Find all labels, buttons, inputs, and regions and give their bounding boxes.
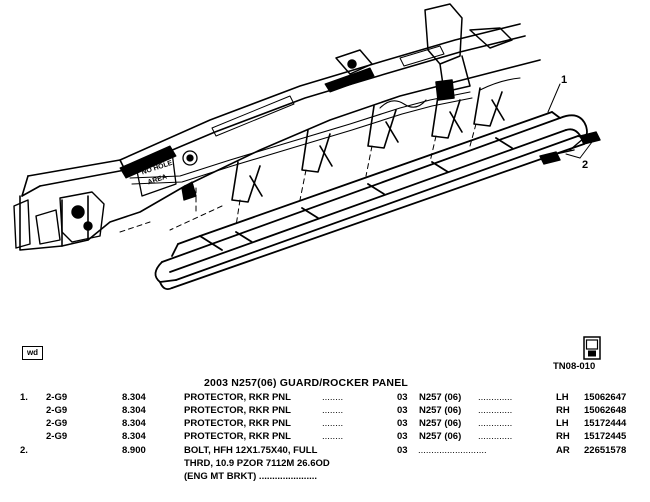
side: LH	[556, 418, 569, 429]
grid-ref: 2-G9	[46, 418, 68, 429]
application: N257 (06)	[419, 405, 462, 416]
bolts	[539, 131, 601, 165]
wd-badge: wd	[22, 346, 43, 360]
side: AR	[556, 445, 570, 456]
leader-dots: ........	[322, 405, 344, 416]
callout-1: 1	[561, 74, 568, 86]
application: N257 (06)	[419, 418, 462, 429]
quantity: 03	[397, 431, 408, 442]
quantity: 03	[397, 445, 408, 456]
no-hole-placard	[135, 150, 198, 201]
grid-ref: 2-G9	[46, 392, 68, 403]
item-number: 1.	[20, 392, 28, 403]
section-number: 8.304	[122, 405, 146, 416]
frame-cross-member	[335, 3, 513, 101]
part-description: PROTECTOR, RKR PNL	[184, 418, 291, 429]
application: N257 (06)	[419, 392, 462, 403]
leader-dots: .............	[478, 392, 513, 403]
part-number: 15062647	[584, 392, 627, 403]
part-description: PROTECTOR, RKR PNL	[184, 405, 291, 416]
part-description: PROTECTOR, RKR PNL	[184, 431, 291, 442]
leader-dots: ........	[322, 392, 344, 403]
mounting-brackets	[231, 87, 505, 203]
application: N257 (06)	[419, 431, 462, 442]
item-number: 2.	[20, 445, 28, 456]
leader-dots: .............	[478, 431, 513, 442]
document-reference-icon	[583, 336, 601, 360]
area-label: AREA	[147, 174, 168, 187]
part-description: BOLT, HFH 12X1.75X40, FULL	[184, 445, 318, 456]
parts-row: 1. 2-G9 8.304 PROTECTOR, RKR PNL .......…	[0, 391, 650, 404]
parts-row: 2. 8.900 BOLT, HFH 12X1.75X40, FULL 03 .…	[0, 444, 650, 457]
section-number: 8.900	[122, 445, 146, 456]
part-number: 15172444	[584, 418, 627, 429]
bolt-description-continued: THRD, 10.9 PZOR 7112M 26.6OD	[184, 458, 330, 469]
parts-list-title: 2003 N257(06) GUARD/ROCKER PANEL	[204, 377, 409, 389]
callout-2: 2	[582, 159, 589, 171]
parts-row: 2-G9 8.304 PROTECTOR, RKR PNL ........ 0…	[0, 404, 650, 417]
part-number: 15062648	[584, 405, 627, 416]
grid-ref: 2-G9	[46, 431, 68, 442]
quantity: 03	[397, 392, 408, 403]
parts-row: 2-G9 8.304 PROTECTOR, RKR PNL ........ 0…	[0, 430, 650, 443]
front-mount-bracket	[13, 191, 105, 249]
section-number: 8.304	[122, 431, 146, 442]
leader-dots: ..........................	[418, 445, 487, 456]
section-number: 8.304	[122, 418, 146, 429]
leader-dots: ........	[322, 431, 344, 442]
side: RH	[556, 431, 570, 442]
part-description: PROTECTOR, RKR PNL	[184, 392, 291, 403]
section-number: 8.304	[122, 392, 146, 403]
figure-reference-code: TN08-010	[553, 361, 596, 372]
alignment-lines	[119, 123, 477, 233]
grid-ref: 2-G9	[46, 405, 68, 416]
leader-lines	[547, 83, 593, 159]
part-number: 15172445	[584, 431, 627, 442]
leader-dots: ........	[322, 418, 344, 429]
side: LH	[556, 392, 569, 403]
parts-row: 2-G9 8.304 PROTECTOR, RKR PNL ........ 0…	[0, 417, 650, 430]
rocker-guard-exploded-diagram: NO HOLE AREA	[13, 3, 601, 291]
bolt-description-continued: (ENG MT BRKT) ......................	[184, 471, 317, 482]
leader-dots: .............	[478, 418, 513, 429]
leader-dots: .............	[478, 405, 513, 416]
rocker-guard-tube	[154, 111, 588, 291]
side: RH	[556, 405, 570, 416]
brake-lines	[129, 77, 521, 185]
quantity: 03	[397, 418, 408, 429]
quantity: 03	[397, 405, 408, 416]
part-number: 22651578	[584, 445, 627, 456]
